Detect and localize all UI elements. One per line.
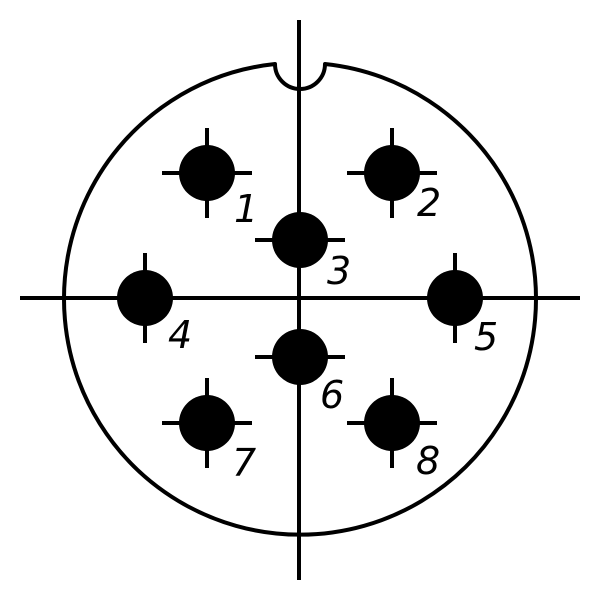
pin-6: 6 [255, 329, 345, 417]
pin-1-contact [179, 145, 235, 201]
pin-4-label: 4 [168, 313, 192, 357]
pin-5-contact [427, 270, 483, 326]
pin-3-contact [272, 212, 328, 268]
pin-6-label: 6 [320, 373, 344, 417]
pin-5: 5 [427, 253, 498, 359]
pin-3-label: 3 [327, 249, 351, 293]
pin-7: 7 [162, 378, 256, 485]
pin-8-label: 8 [416, 439, 440, 483]
pin-5-label: 5 [474, 315, 498, 359]
pin-7-contact [179, 395, 235, 451]
pin-2-contact [364, 145, 420, 201]
pin-2-label: 2 [417, 181, 441, 225]
pin-8-contact [364, 395, 420, 451]
connector-body-outline [62, 62, 538, 537]
pin-2: 2 [347, 128, 441, 225]
pin-3: 3 [255, 212, 351, 293]
pin-1: 1 [162, 128, 258, 231]
pin-4-contact [117, 270, 173, 326]
pin-6-contact [272, 329, 328, 385]
pin-8: 8 [347, 378, 440, 483]
pin-7-label: 7 [232, 441, 256, 485]
pin-1-label: 1 [234, 187, 258, 231]
pin-4: 4 [117, 253, 192, 357]
